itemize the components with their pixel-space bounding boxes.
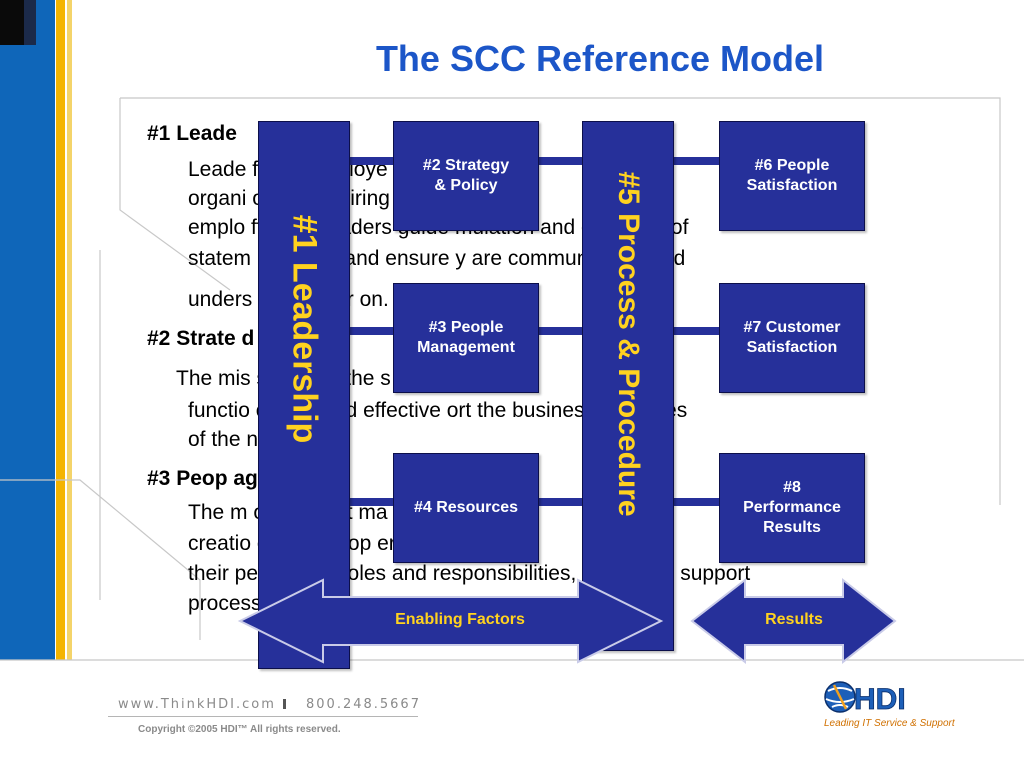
results-arrow: [690, 577, 897, 665]
results-label: Results: [765, 611, 823, 628]
leadership-pillar-label: #1 Leadership: [285, 215, 324, 444]
section-3-line: process: [188, 592, 262, 615]
enabling-factors-arrow: [237, 578, 664, 664]
people-management-label: #3 People Management: [417, 319, 515, 356]
page-title: The SCC Reference Model: [375, 38, 825, 79]
left-decorative-bars: [0, 0, 72, 660]
footer-url: www.ThinkHDI.com: [118, 697, 276, 712]
section-1-heading: #1 Leade: [147, 122, 237, 145]
people-satisfaction-label: #6 People Satisfaction: [746, 157, 838, 194]
section-3-heading: #3 Peop age: [147, 467, 270, 490]
section-2-heading: #2 Strate d Po: [147, 327, 288, 350]
hdi-tagline: Leading IT Service & Support: [824, 718, 955, 729]
footer-phone: 800.248.5667: [306, 697, 421, 712]
enabling-factors-label: Enabling Factors: [395, 611, 525, 628]
hdi-logo-text: HDI: [854, 683, 906, 716]
performance-results-box: #8 Performance Results: [719, 453, 865, 563]
customer-satisfaction-box: #7 Customer Satisfaction: [719, 283, 865, 393]
process-procedure-pillar-label: #5 Process & Procedure: [612, 171, 645, 517]
footer-rule: [108, 716, 418, 717]
performance-results-label: #8 Performance Results: [743, 479, 841, 536]
hdi-logo: HDI: [824, 681, 906, 716]
people-satisfaction-box: #6 People Satisfaction: [719, 121, 865, 231]
strategy-policy-label: #2 Strategy & Policy: [422, 157, 510, 194]
footer-separator: [283, 699, 286, 709]
resources-label: #4 Resources: [413, 499, 519, 516]
copyright-text: Copyright ©2005 HDI™ All rights reserved…: [138, 724, 341, 735]
people-management-box: #3 People Management: [393, 283, 539, 393]
process-procedure-pillar: #5 Process & Procedure: [582, 121, 674, 651]
strategy-policy-box: #2 Strategy & Policy: [393, 121, 539, 231]
resources-box: #4 Resources: [393, 453, 539, 563]
leadership-pillar: #1 Leadership: [258, 121, 350, 669]
customer-satisfaction-label: #7 Customer Satisfaction: [743, 319, 841, 356]
